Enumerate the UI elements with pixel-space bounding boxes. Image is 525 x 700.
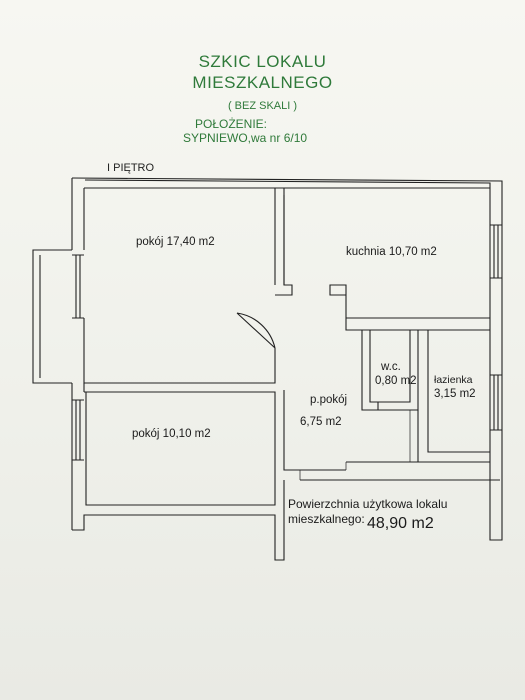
location-label: POŁOŻENIE: bbox=[195, 117, 268, 131]
right-window-1 bbox=[490, 224, 502, 279]
room-area-ppokoj: 6,75 m2 bbox=[300, 416, 342, 428]
walls bbox=[32, 177, 503, 561]
room1-walls bbox=[83, 187, 276, 384]
floor-label: I PIĘTRO bbox=[107, 162, 155, 174]
central-wall bbox=[275, 187, 293, 296]
wc-walls bbox=[361, 330, 419, 411]
left-window-2 bbox=[72, 399, 84, 461]
sketch-title-line1: SZKIC LOKALU bbox=[198, 52, 327, 71]
door-room1 bbox=[236, 312, 276, 349]
balcony bbox=[32, 249, 73, 530]
room-label-pokoj-2: pokój 10,10 m2 bbox=[132, 428, 211, 440]
room-label-lazienka: łazienka bbox=[434, 374, 473, 386]
sketch-title-line2: MIESZKALNEGO bbox=[192, 73, 333, 92]
room-area-wc: 0,80 m2 bbox=[375, 375, 417, 387]
hall-thin-lines bbox=[299, 410, 411, 480]
room2-walls bbox=[83, 383, 276, 506]
scale-note: ( BEZ SKALI ) bbox=[227, 100, 298, 112]
kitchen-walls bbox=[283, 187, 490, 331]
usable-area-label-line2: mieszkalnego: bbox=[288, 512, 365, 526]
left-window-1 bbox=[72, 254, 84, 319]
room-label-ppokoj: p.pokój bbox=[310, 394, 348, 406]
room-label-pokoj-1: pokój 17,40 m2 bbox=[136, 236, 215, 248]
room-label-wc: w.c. bbox=[381, 361, 401, 373]
outer-wall-inner-top bbox=[71, 178, 85, 250]
usable-area-value: 48,90 m2 bbox=[367, 515, 434, 532]
outer-wall-outer bbox=[71, 177, 503, 541]
room-area-lazienka: 3,15 m2 bbox=[434, 388, 476, 400]
room-label-kuchnia: kuchnia 10,70 m2 bbox=[346, 246, 437, 258]
bottom-walls bbox=[72, 479, 500, 561]
hallway-walls bbox=[283, 390, 418, 471]
usable-area-label-line1: Powierzchnia użytkowa lokalu bbox=[288, 497, 448, 511]
address: SYPNIEWO,wa nr 6/10 bbox=[183, 131, 308, 145]
right-window-2 bbox=[490, 374, 502, 431]
